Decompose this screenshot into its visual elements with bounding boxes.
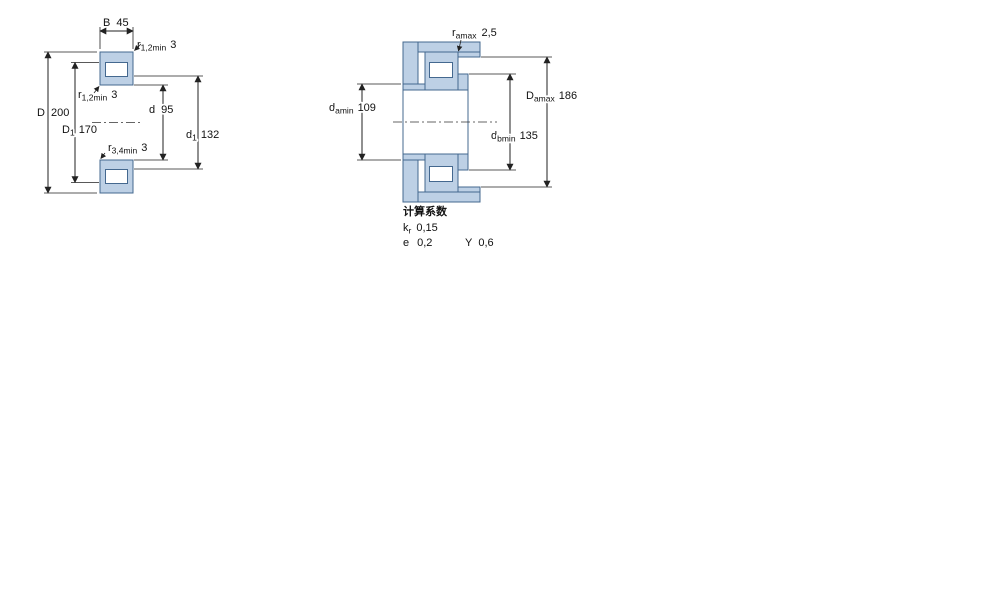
dim-r-bottom-value: 3 (141, 142, 147, 154)
dim-B-label: B (103, 17, 110, 29)
dim-B-value: 45 (116, 17, 128, 29)
factor-e-label: e (403, 237, 409, 249)
dim-ra-value: 2,5 (481, 27, 496, 39)
factor-kr: kr 0,15 (403, 222, 438, 236)
dim-db-sub: bmin (497, 134, 516, 144)
dim-d1: d1 132 (186, 129, 219, 143)
dim-d1-label: d (186, 129, 192, 141)
bottom-roller (105, 169, 128, 184)
dim-db: dbmin 135 (491, 130, 538, 144)
dim-D1-sub: 1 (70, 128, 75, 138)
leader-line (456, 39, 463, 52)
dim-D-label: D (37, 107, 45, 119)
dim-r-left-sub: 1,2min (82, 93, 108, 103)
factors-title: 计算系数 (403, 204, 448, 218)
dim-da-sub: amin (335, 106, 354, 116)
dim-D-value: 200 (51, 107, 69, 119)
housing-end-bottom (402, 159, 419, 203)
dim-da-value: 109 (358, 102, 376, 114)
shaft-shoulder-top (402, 83, 426, 91)
dim-d: d 95 (149, 104, 173, 116)
dim-d1-value: 132 (201, 129, 219, 141)
housing-shoulder-bottom (457, 186, 481, 193)
shaft-shoulder-bottom (402, 153, 426, 161)
dim-D1-value: 170 (79, 124, 97, 136)
calculation-factors: 计算系数 kr 0,15 e 0,2 Y 0,6 (403, 204, 494, 249)
roller-bottom (429, 166, 453, 182)
dim-r-top-sub: 1,2min (141, 43, 167, 53)
dim-db-value: 135 (520, 130, 538, 142)
factor-Y-label: Y (465, 237, 473, 249)
dim-db-label: d (491, 130, 497, 142)
leader-line (93, 86, 100, 94)
dim-d-label: d (149, 104, 155, 116)
factor-kr-sub: r (409, 226, 412, 236)
dim-D: D 200 (37, 107, 69, 119)
housing-end-top (402, 41, 419, 85)
dim-Da-value: 186 (559, 90, 577, 102)
factor-e-value: 0,2 (417, 237, 432, 249)
dim-r-top-value: 3 (170, 39, 176, 51)
dim-Da-label: D (526, 90, 534, 102)
dim-D1-label: D (62, 124, 70, 136)
dim-d1-sub: 1 (192, 133, 197, 143)
housing-shoulder-top (457, 51, 481, 58)
dim-ra-label: r (452, 27, 456, 39)
dim-da: damin 109 (329, 102, 376, 116)
leader-line (100, 152, 107, 159)
dim-ra-sub: amax (456, 31, 478, 41)
dim-da-label: d (329, 102, 335, 114)
factor-kr-label: k (403, 222, 409, 234)
dim-D1: D1 170 (62, 124, 97, 138)
dim-r-top-label: r (137, 39, 141, 51)
factor-kr-value: 0,15 (416, 222, 437, 234)
dim-r-bottom-label: r (108, 142, 112, 154)
leader-line (134, 43, 142, 51)
dim-d-value: 95 (161, 104, 173, 116)
top-roller (105, 62, 128, 77)
factor-Y-value: 0,6 (478, 237, 493, 249)
dim-r-bottom-sub: 3,4min (112, 146, 138, 156)
factor-e: e 0,2 (403, 237, 432, 249)
dim-Da-sub: amax (534, 94, 556, 104)
flange-ring-bottom (457, 153, 469, 171)
dim-r-left-value: 3 (111, 89, 117, 101)
dim-B: B 45 (103, 17, 129, 29)
roller-top (429, 62, 453, 78)
flange-ring-top (457, 73, 469, 91)
factor-Y: Y 0,6 (465, 237, 494, 249)
dim-r-left-label: r (78, 89, 82, 101)
